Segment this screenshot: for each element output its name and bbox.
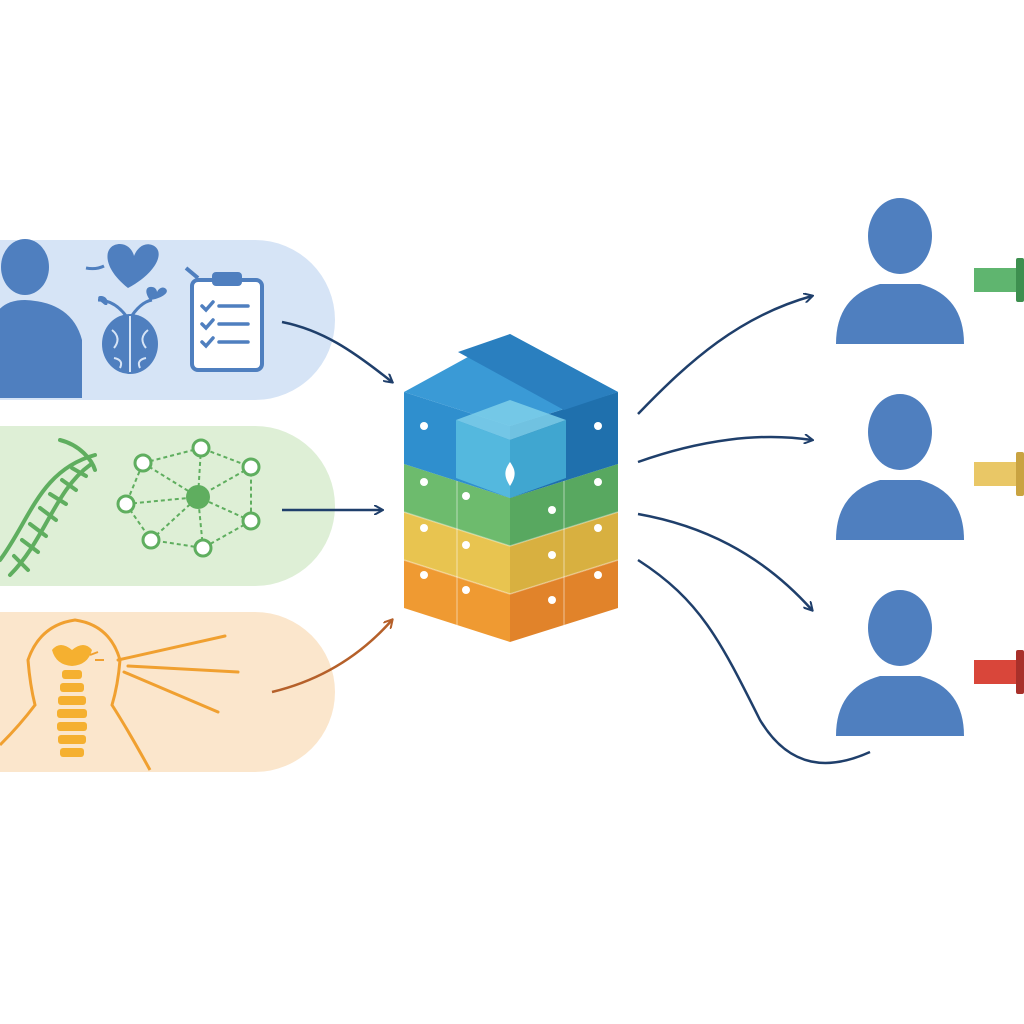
- arrow-clinical-to-model: [281, 320, 392, 382]
- spine-scan-icon: [0, 618, 240, 771]
- output-patient-3: [836, 590, 1024, 736]
- arrow-model-to-patient-1: [637, 296, 812, 415]
- arrow-model-to-patient-2: [637, 437, 812, 464]
- output-arrows: [637, 296, 871, 765]
- output-patient-2: [836, 394, 1024, 540]
- molecular-network-icon: [116, 438, 261, 558]
- arrow-model-to-patient-3-curve: [637, 558, 871, 765]
- output-patient-1: [836, 198, 1024, 344]
- risk-indicator-red: [974, 650, 1024, 694]
- risk-indicator-yellow: [974, 452, 1024, 496]
- arrow-imaging-to-model: [271, 620, 392, 694]
- heart-brain-icon: [85, 244, 167, 374]
- input-panel-imaging: [0, 612, 335, 772]
- glow-point: [505, 462, 515, 486]
- input-panel-clinical: [0, 239, 335, 400]
- dna-helix-icon: [0, 438, 97, 577]
- person-icon: [836, 590, 964, 736]
- person-icon: [836, 394, 964, 540]
- arrow-model-to-patient-3: [637, 512, 812, 610]
- input-arrows: [271, 320, 392, 694]
- person-icon: [836, 198, 964, 344]
- clipboard-checklist-icon: [184, 266, 264, 372]
- input-panel-molecular: [0, 426, 335, 586]
- layered-cube-model-icon: [403, 334, 619, 642]
- risk-indicator-green: [974, 258, 1024, 302]
- patient-silhouette-icon: [0, 239, 82, 398]
